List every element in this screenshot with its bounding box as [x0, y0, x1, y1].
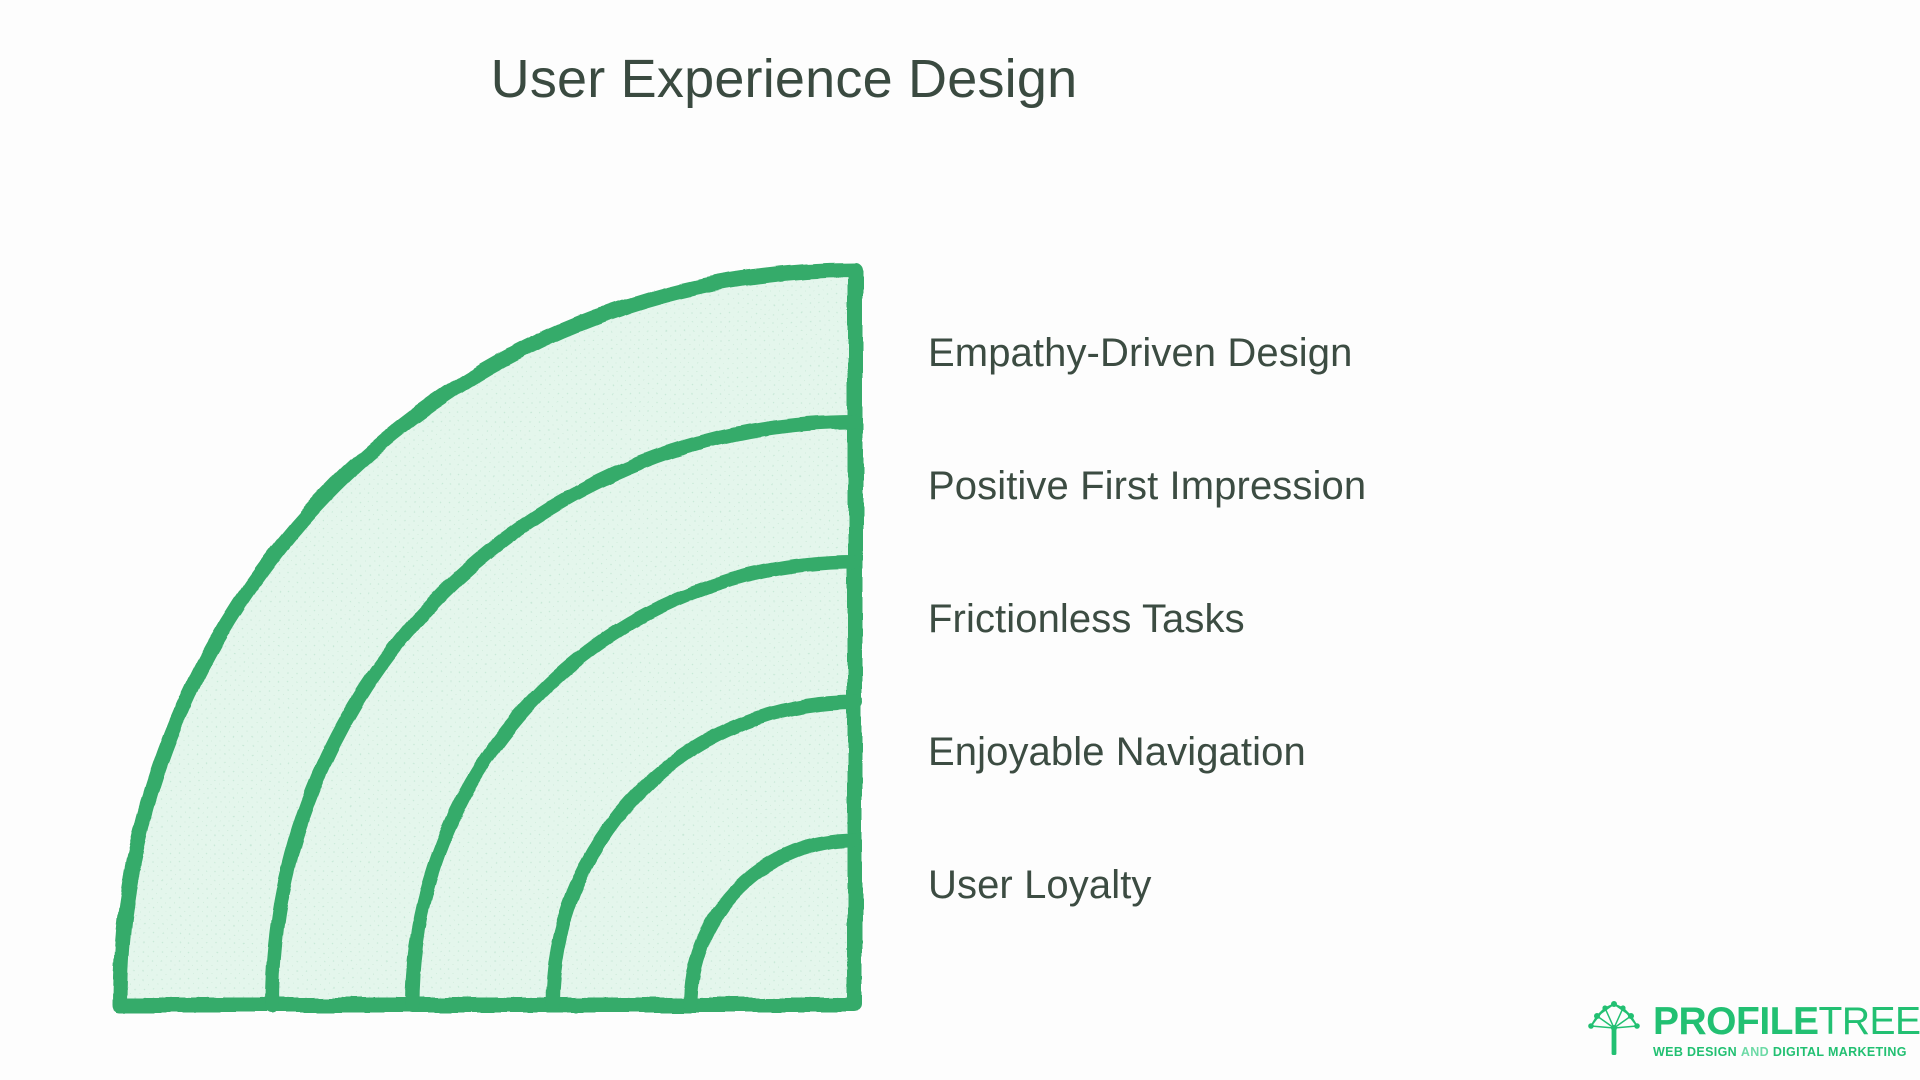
arc-fill-area: [120, 270, 855, 1005]
band-label-item-2[interactable]: Positive First Impression: [928, 419, 1648, 552]
band-label-item-4[interactable]: Enjoyable Navigation: [928, 685, 1648, 818]
brand-tagline-part-1: WEB DESIGN: [1653, 1044, 1738, 1059]
band-label-text-2: Positive First Impression: [928, 463, 1367, 508]
band-label-list: Empathy-Driven Design Positive First Imp…: [928, 286, 1648, 951]
band-label-text-5: User Loyalty: [928, 862, 1152, 907]
arc-band-1-outline: [112, 262, 863, 1013]
band-label-text-1: Empathy-Driven Design: [928, 330, 1353, 375]
arc-divider-4: [545, 695, 862, 1012]
band-label-text-3: Frictionless Tasks: [928, 596, 1245, 641]
band-label-text-4: Enjoyable Navigation: [928, 729, 1306, 774]
concentric-arc-diagram: [70, 230, 910, 1050]
brand-name-secondary: TREE: [1818, 999, 1920, 1043]
brand-tagline-part-3: DIGITAL MARKETING: [1772, 1044, 1907, 1059]
profiletree-logo[interactable]: PROFILE TREE WEB DESIGN AND DIGITAL MARK…: [1583, 995, 1920, 1063]
page-title: User Experience Design: [490, 49, 1078, 109]
brand-tagline: WEB DESIGN AND DIGITAL MARKETING: [1653, 1045, 1920, 1059]
brand-name: PROFILE TREE: [1653, 1002, 1920, 1041]
brand-name-primary: PROFILE: [1653, 999, 1819, 1043]
band-label-item-1[interactable]: Empathy-Driven Design: [928, 286, 1648, 419]
arc-divider-group: [265, 415, 862, 1012]
band-label-item-3[interactable]: Frictionless Tasks: [928, 552, 1648, 685]
brand-tagline-part-2: AND: [1740, 1044, 1770, 1059]
arc-divider-5: [683, 833, 862, 1012]
band-label-item-5[interactable]: User Loyalty: [928, 818, 1648, 951]
arc-divider-2: [265, 415, 862, 1012]
arc-diagram-svg: [112, 262, 863, 1013]
arc-divider-3: [405, 555, 862, 1012]
arc-band-group: [112, 262, 863, 1013]
brand-wordmark: PROFILE TREE WEB DESIGN AND DIGITAL MARK…: [1653, 1000, 1920, 1059]
tree-network-icon: [1588, 1001, 1640, 1055]
